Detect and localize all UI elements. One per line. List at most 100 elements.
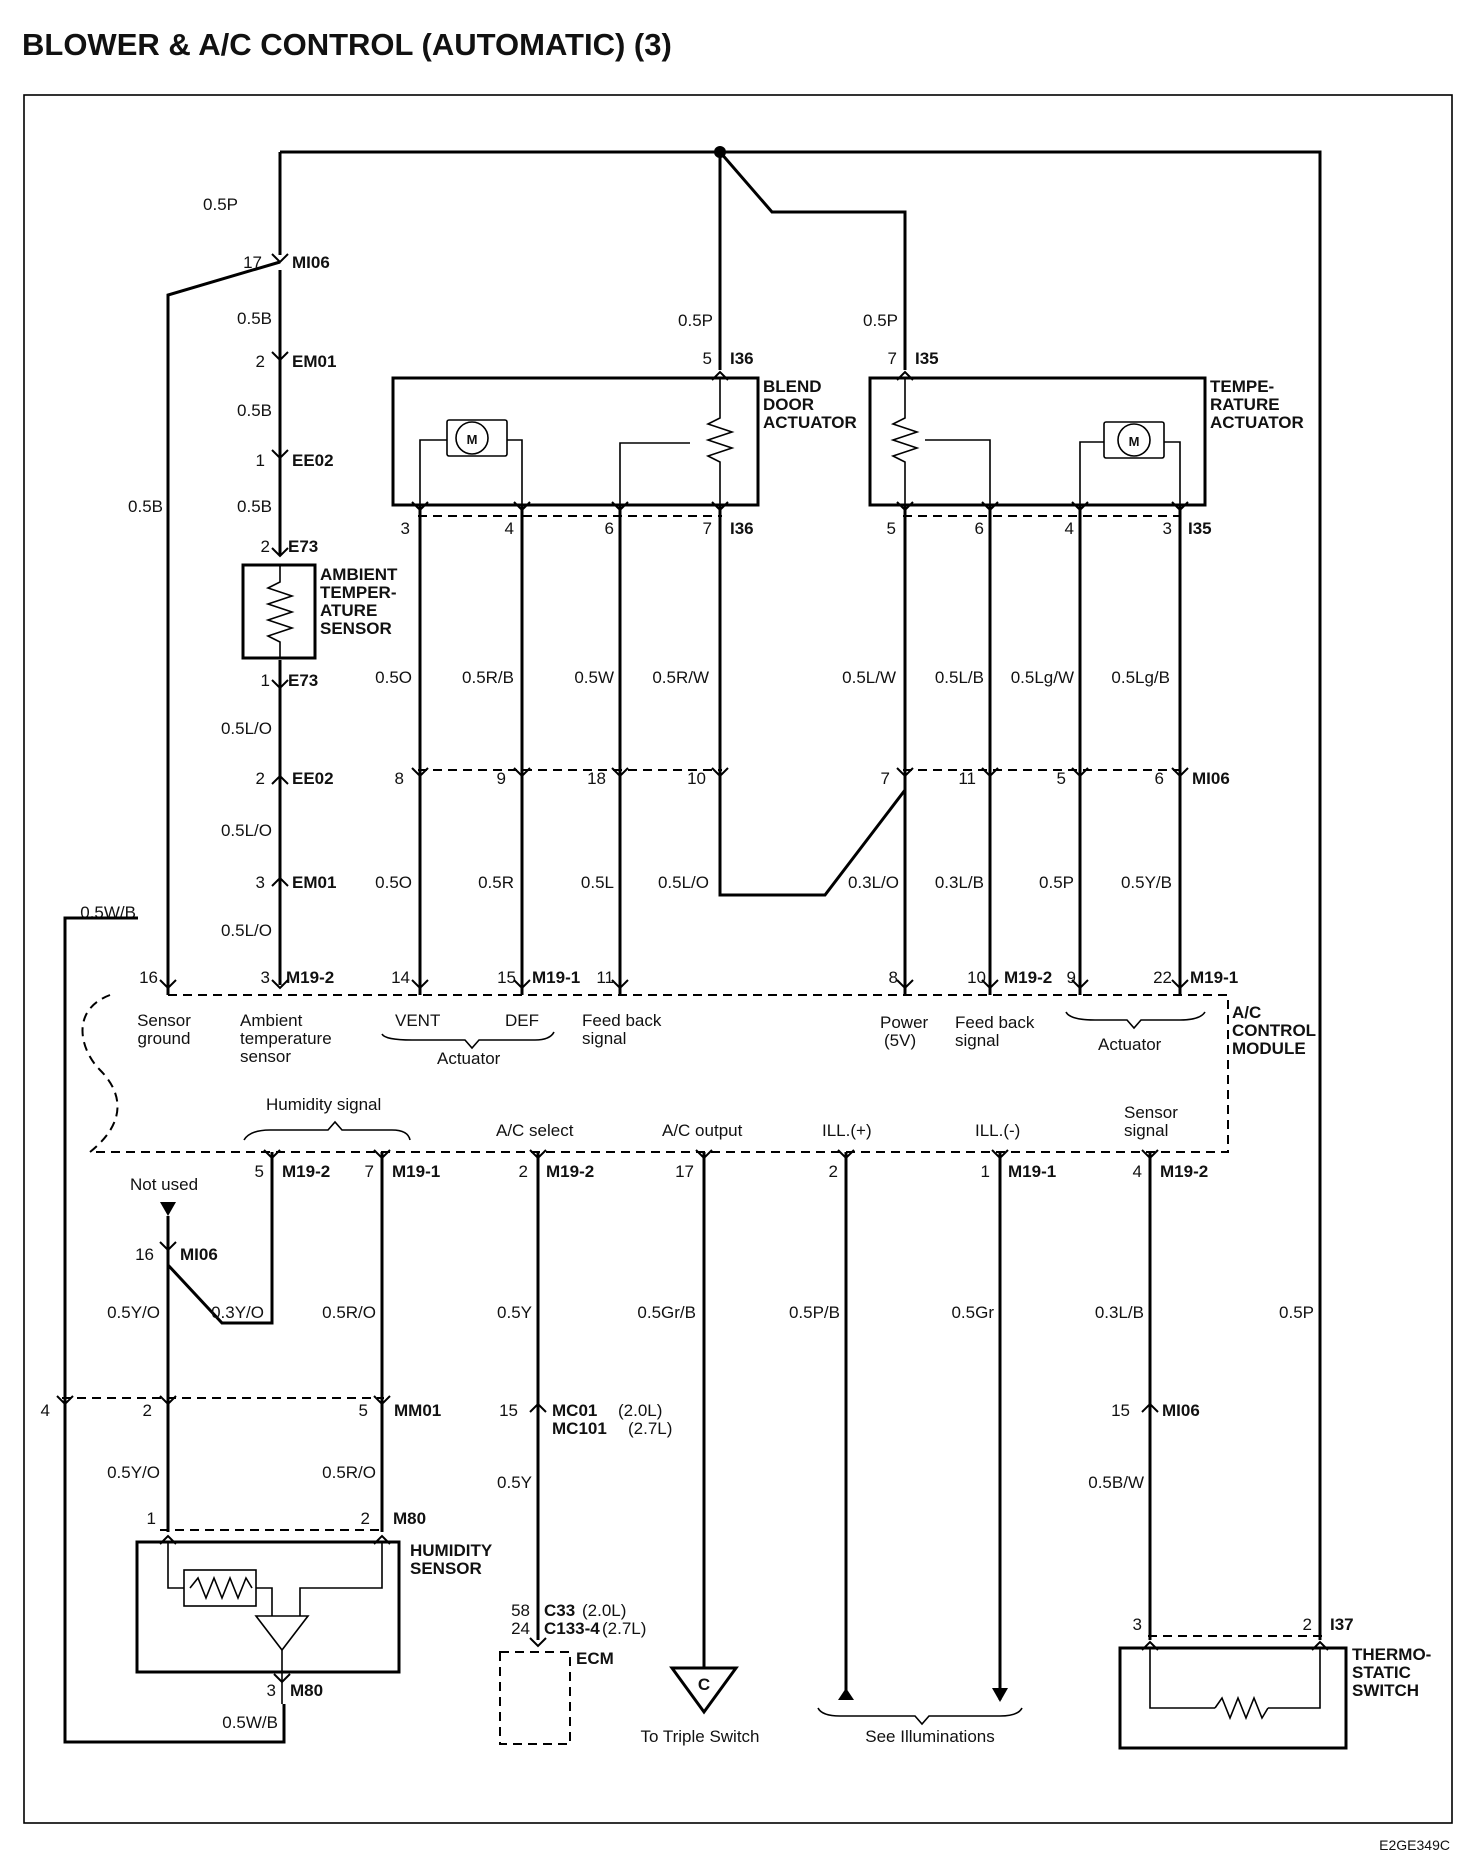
- to-triple-switch-label: To Triple Switch: [640, 1727, 759, 1746]
- connector-chevron-icon: [837, 1149, 855, 1160]
- wire-label: 0.5B/W: [1088, 1473, 1144, 1492]
- module-pin-label: sensor: [240, 1047, 291, 1066]
- thermo-switch-label: THERMO-: [1352, 1645, 1431, 1664]
- resistor-icon: [189, 1575, 253, 1601]
- connector-variant: (2.0L): [582, 1601, 626, 1620]
- pin-label: 3: [267, 1681, 276, 1700]
- module-pin-label: A/C output: [662, 1121, 743, 1140]
- ambient-sensor-box: [241, 563, 317, 660]
- ac-control-module-box: [81, 994, 1229, 1153]
- pin-label: 9: [1067, 968, 1076, 987]
- connector-chevron-icon: [896, 501, 914, 512]
- wire-label: 0.5L/W: [842, 668, 896, 687]
- connector-label: I37: [1330, 1615, 1354, 1634]
- connector-label: M19-1: [532, 968, 580, 987]
- temperature-actuator: M: [868, 376, 1207, 507]
- module-pin-label: signal: [955, 1031, 999, 1050]
- connector-variant: (2.7L): [628, 1419, 672, 1438]
- actuator-brace: [381, 1031, 555, 1050]
- pin-label: 5: [255, 1162, 264, 1181]
- connector-chevron-icon: [711, 767, 729, 778]
- motor-icon-label: M: [1129, 434, 1140, 449]
- connector-chevron-icon: [159, 979, 177, 990]
- resistor-icon: [265, 565, 295, 658]
- pin-label: 15: [499, 1401, 518, 1420]
- wire-label: 0.5Y: [497, 1303, 532, 1322]
- connector-chevron-icon: [1071, 979, 1089, 990]
- connector-chevron-icon: [1141, 1149, 1159, 1160]
- wire-label: 0.5R/O: [322, 1463, 376, 1482]
- pin-label: 7: [881, 769, 890, 788]
- connector-label: MI06: [1162, 1401, 1200, 1420]
- connector-chevron-icon: [159, 1534, 177, 1545]
- connector-chevron-icon: [1141, 1402, 1159, 1413]
- module-pin-label: Actuator: [437, 1049, 501, 1068]
- pin-label: 10: [967, 968, 986, 987]
- blend-actuator-box: [391, 376, 760, 507]
- thermo-switch-label: STATIC: [1352, 1663, 1411, 1682]
- humidity-sensor-label: HUMIDITY: [410, 1541, 493, 1560]
- connector-chevron-icon: [611, 979, 629, 990]
- wire-label: 0.5Gr: [951, 1303, 994, 1322]
- potentiometer-icon: [705, 378, 735, 505]
- pin-label: 2: [143, 1401, 152, 1420]
- pin-label: 1: [261, 671, 270, 690]
- wire-label: 0.5R: [478, 873, 514, 892]
- temp-label: RATURE: [1210, 395, 1280, 414]
- pin-label: 9: [497, 769, 506, 788]
- connector-label: M19-2: [286, 968, 334, 987]
- module-pin-label: signal: [1124, 1121, 1168, 1140]
- wire-label: 0.5P: [863, 311, 898, 330]
- pin-label: 22: [1153, 968, 1172, 987]
- pin-label: 58: [511, 1601, 530, 1620]
- thermostatic-switch: [1118, 1635, 1348, 1750]
- module-pin-label: A/C select: [496, 1121, 574, 1140]
- wire-label: 0.5L: [581, 873, 614, 892]
- pin-label: 18: [587, 769, 606, 788]
- connector-label: EM01: [292, 352, 336, 371]
- diagram-title: BLOWER & A/C CONTROL (AUTOMATIC) (3): [22, 27, 672, 62]
- wire-label: 0.3Y/O: [211, 1303, 264, 1322]
- motor-box: [446, 419, 508, 457]
- pin-label: 24: [511, 1619, 530, 1638]
- wire-label: 0.5O: [375, 668, 412, 687]
- module-pin-label: (5V): [884, 1031, 916, 1050]
- connector-chevron-icon: [1311, 1640, 1329, 1651]
- pin-label: 3: [1133, 1615, 1142, 1634]
- module-pin-label: ILL.(+): [822, 1121, 872, 1140]
- temp-label: TEMPE-: [1210, 377, 1274, 396]
- pin-label: 1: [256, 451, 265, 470]
- module-pin-label: Sensor: [1124, 1103, 1178, 1122]
- motor-icon-label: M: [467, 432, 478, 447]
- connector-chevron-icon: [271, 253, 289, 264]
- pin-label: 6: [1155, 769, 1164, 788]
- connector-chevron-icon: [513, 501, 531, 512]
- wire-label: 0.5Y/O: [107, 1463, 160, 1482]
- connector-label: EM01: [292, 873, 336, 892]
- wire-label: 0.5B: [237, 309, 272, 328]
- wire-label: 0.5R/O: [322, 1303, 376, 1322]
- pin-label: 5: [1057, 769, 1066, 788]
- wire-label: 0.5R/W: [652, 668, 709, 687]
- pin-label: 16: [135, 1245, 154, 1264]
- connector-chevron-icon: [896, 767, 914, 778]
- blend-label: ACTUATOR: [763, 413, 857, 432]
- connector-c-label: C: [698, 1675, 710, 1694]
- wire-label: 0.5P/B: [789, 1303, 840, 1322]
- wire-label: 0.5B: [237, 401, 272, 420]
- connector-chevron-icon: [271, 351, 289, 362]
- resistor-icon: [1214, 1695, 1269, 1721]
- thermo-switch-label: SWITCH: [1352, 1681, 1419, 1700]
- connector-chevron-icon: [1171, 501, 1189, 512]
- connector-label: EE02: [292, 769, 334, 788]
- connector-chevron-icon: [271, 449, 289, 460]
- connector-label: I36: [730, 519, 754, 538]
- connector-chevron-icon: [513, 767, 531, 778]
- connector-chevron-icon: [1171, 767, 1189, 778]
- power-bus: [278, 146, 1322, 1640]
- pin-label: 3: [401, 519, 410, 538]
- wire-label: 0.5W/B: [222, 1713, 278, 1732]
- connector-chevron-icon: [373, 1395, 391, 1406]
- connector-chevron-icon: [159, 1395, 177, 1406]
